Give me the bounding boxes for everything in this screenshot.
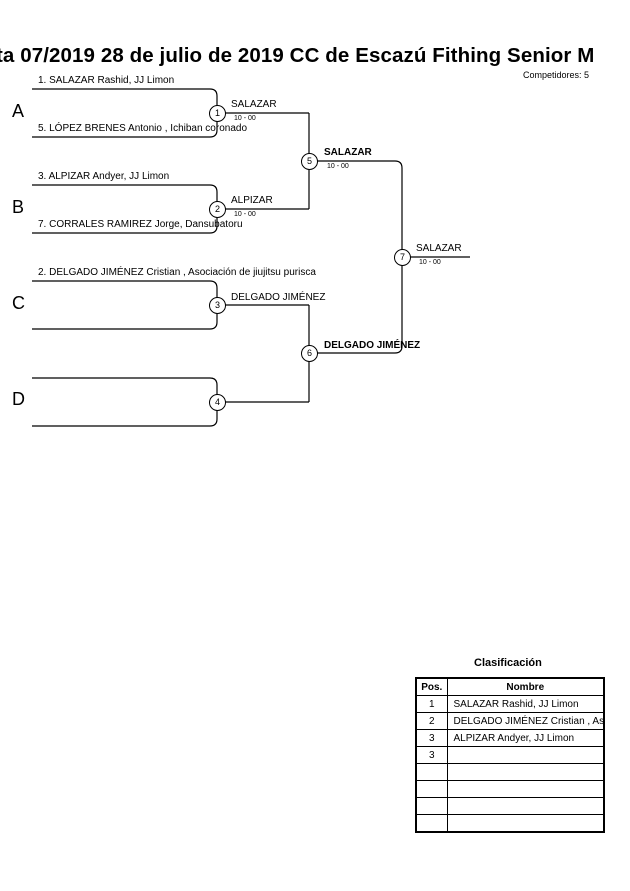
match-6-winner: DELGADO JIMÉNEZ xyxy=(324,340,421,351)
match-5-winner: SALAZAR xyxy=(324,147,372,158)
ranking-pos: 3 xyxy=(415,746,448,764)
bracket-line-pool-d xyxy=(32,377,218,427)
ranking-row xyxy=(415,780,605,798)
match-7-score: 10 - 00 xyxy=(419,259,441,266)
pool-label-d: D xyxy=(12,389,25,409)
bracket-line-m5-out xyxy=(309,160,403,354)
match-number-5: 5 xyxy=(301,153,318,170)
ranking-col-name: Nombre xyxy=(446,677,605,696)
ranking-pos: 3 xyxy=(415,729,448,747)
match-1-winner: SALAZAR xyxy=(231,99,277,110)
pool-label-c: C xyxy=(12,293,25,313)
match-2-winner: ALPIZAR xyxy=(231,195,273,206)
ranking-row xyxy=(415,814,605,833)
ranking-name xyxy=(446,797,605,815)
ranking-title: Clasificación xyxy=(474,657,542,669)
match-3-winner: DELGADO JIMÉNEZ xyxy=(231,292,326,303)
ranking-name xyxy=(446,763,605,781)
match-number-4: 4 xyxy=(209,394,226,411)
event-title: ta 07/2019 28 de julio de 2019 CC de Esc… xyxy=(0,44,595,67)
ranking-pos: 2 xyxy=(415,712,448,730)
ranking-pos xyxy=(415,797,448,815)
competitor-count: Competidores: 5 xyxy=(523,70,590,80)
match-5-score: 10 - 00 xyxy=(327,163,349,170)
pool-label-b: B xyxy=(12,197,25,217)
match-7-winner: SALAZAR xyxy=(416,243,462,254)
ranking-pos: 1 xyxy=(415,695,448,713)
competitor-entry: 3. ALPIZAR Andyer, JJ Limon xyxy=(38,171,170,182)
ranking-row xyxy=(415,797,605,815)
pool-label-a: A xyxy=(12,101,25,121)
competitor-entry: 7. CORRALES RAMIREZ Jorge, Dansubatoru xyxy=(38,219,243,230)
competitor-entry: 1. SALAZAR Rashid, JJ Limon xyxy=(38,75,175,86)
match-number-1: 1 xyxy=(209,105,226,122)
match-number-6: 6 xyxy=(301,345,318,362)
match-number-7: 7 xyxy=(394,249,411,266)
ranking-name xyxy=(446,814,605,833)
match-number-3: 3 xyxy=(209,297,226,314)
match-number-2: 2 xyxy=(209,201,226,218)
ranking-pos xyxy=(415,814,448,833)
match-1-score: 10 - 00 xyxy=(234,115,256,122)
ranking-pos xyxy=(415,780,448,798)
competitor-entry: 2. DELGADO JIMÉNEZ Cristian , Asociación… xyxy=(38,267,316,278)
ranking-row xyxy=(415,763,605,781)
ranking-name: ALPIZAR Andyer, JJ Limon xyxy=(446,729,605,747)
ranking-header-row: Pos. Nombre xyxy=(415,677,605,696)
ranking-name: SALAZAR Rashid, JJ Limon xyxy=(446,695,605,713)
ranking-pos xyxy=(415,763,448,781)
ranking-name xyxy=(446,746,605,764)
bracket-line-pool-c xyxy=(32,280,218,330)
match-2-score: 10 - 00 xyxy=(234,211,256,218)
ranking-name xyxy=(446,780,605,798)
competitor-entry: 5. LÓPEZ BRENES Antonio , Ichiban corona… xyxy=(38,123,248,134)
ranking-row: 3 xyxy=(415,746,605,764)
ranking-name: DELGADO JIMÉNEZ Cristian , Asociación de… xyxy=(446,712,605,730)
ranking-col-pos: Pos. xyxy=(415,677,448,696)
